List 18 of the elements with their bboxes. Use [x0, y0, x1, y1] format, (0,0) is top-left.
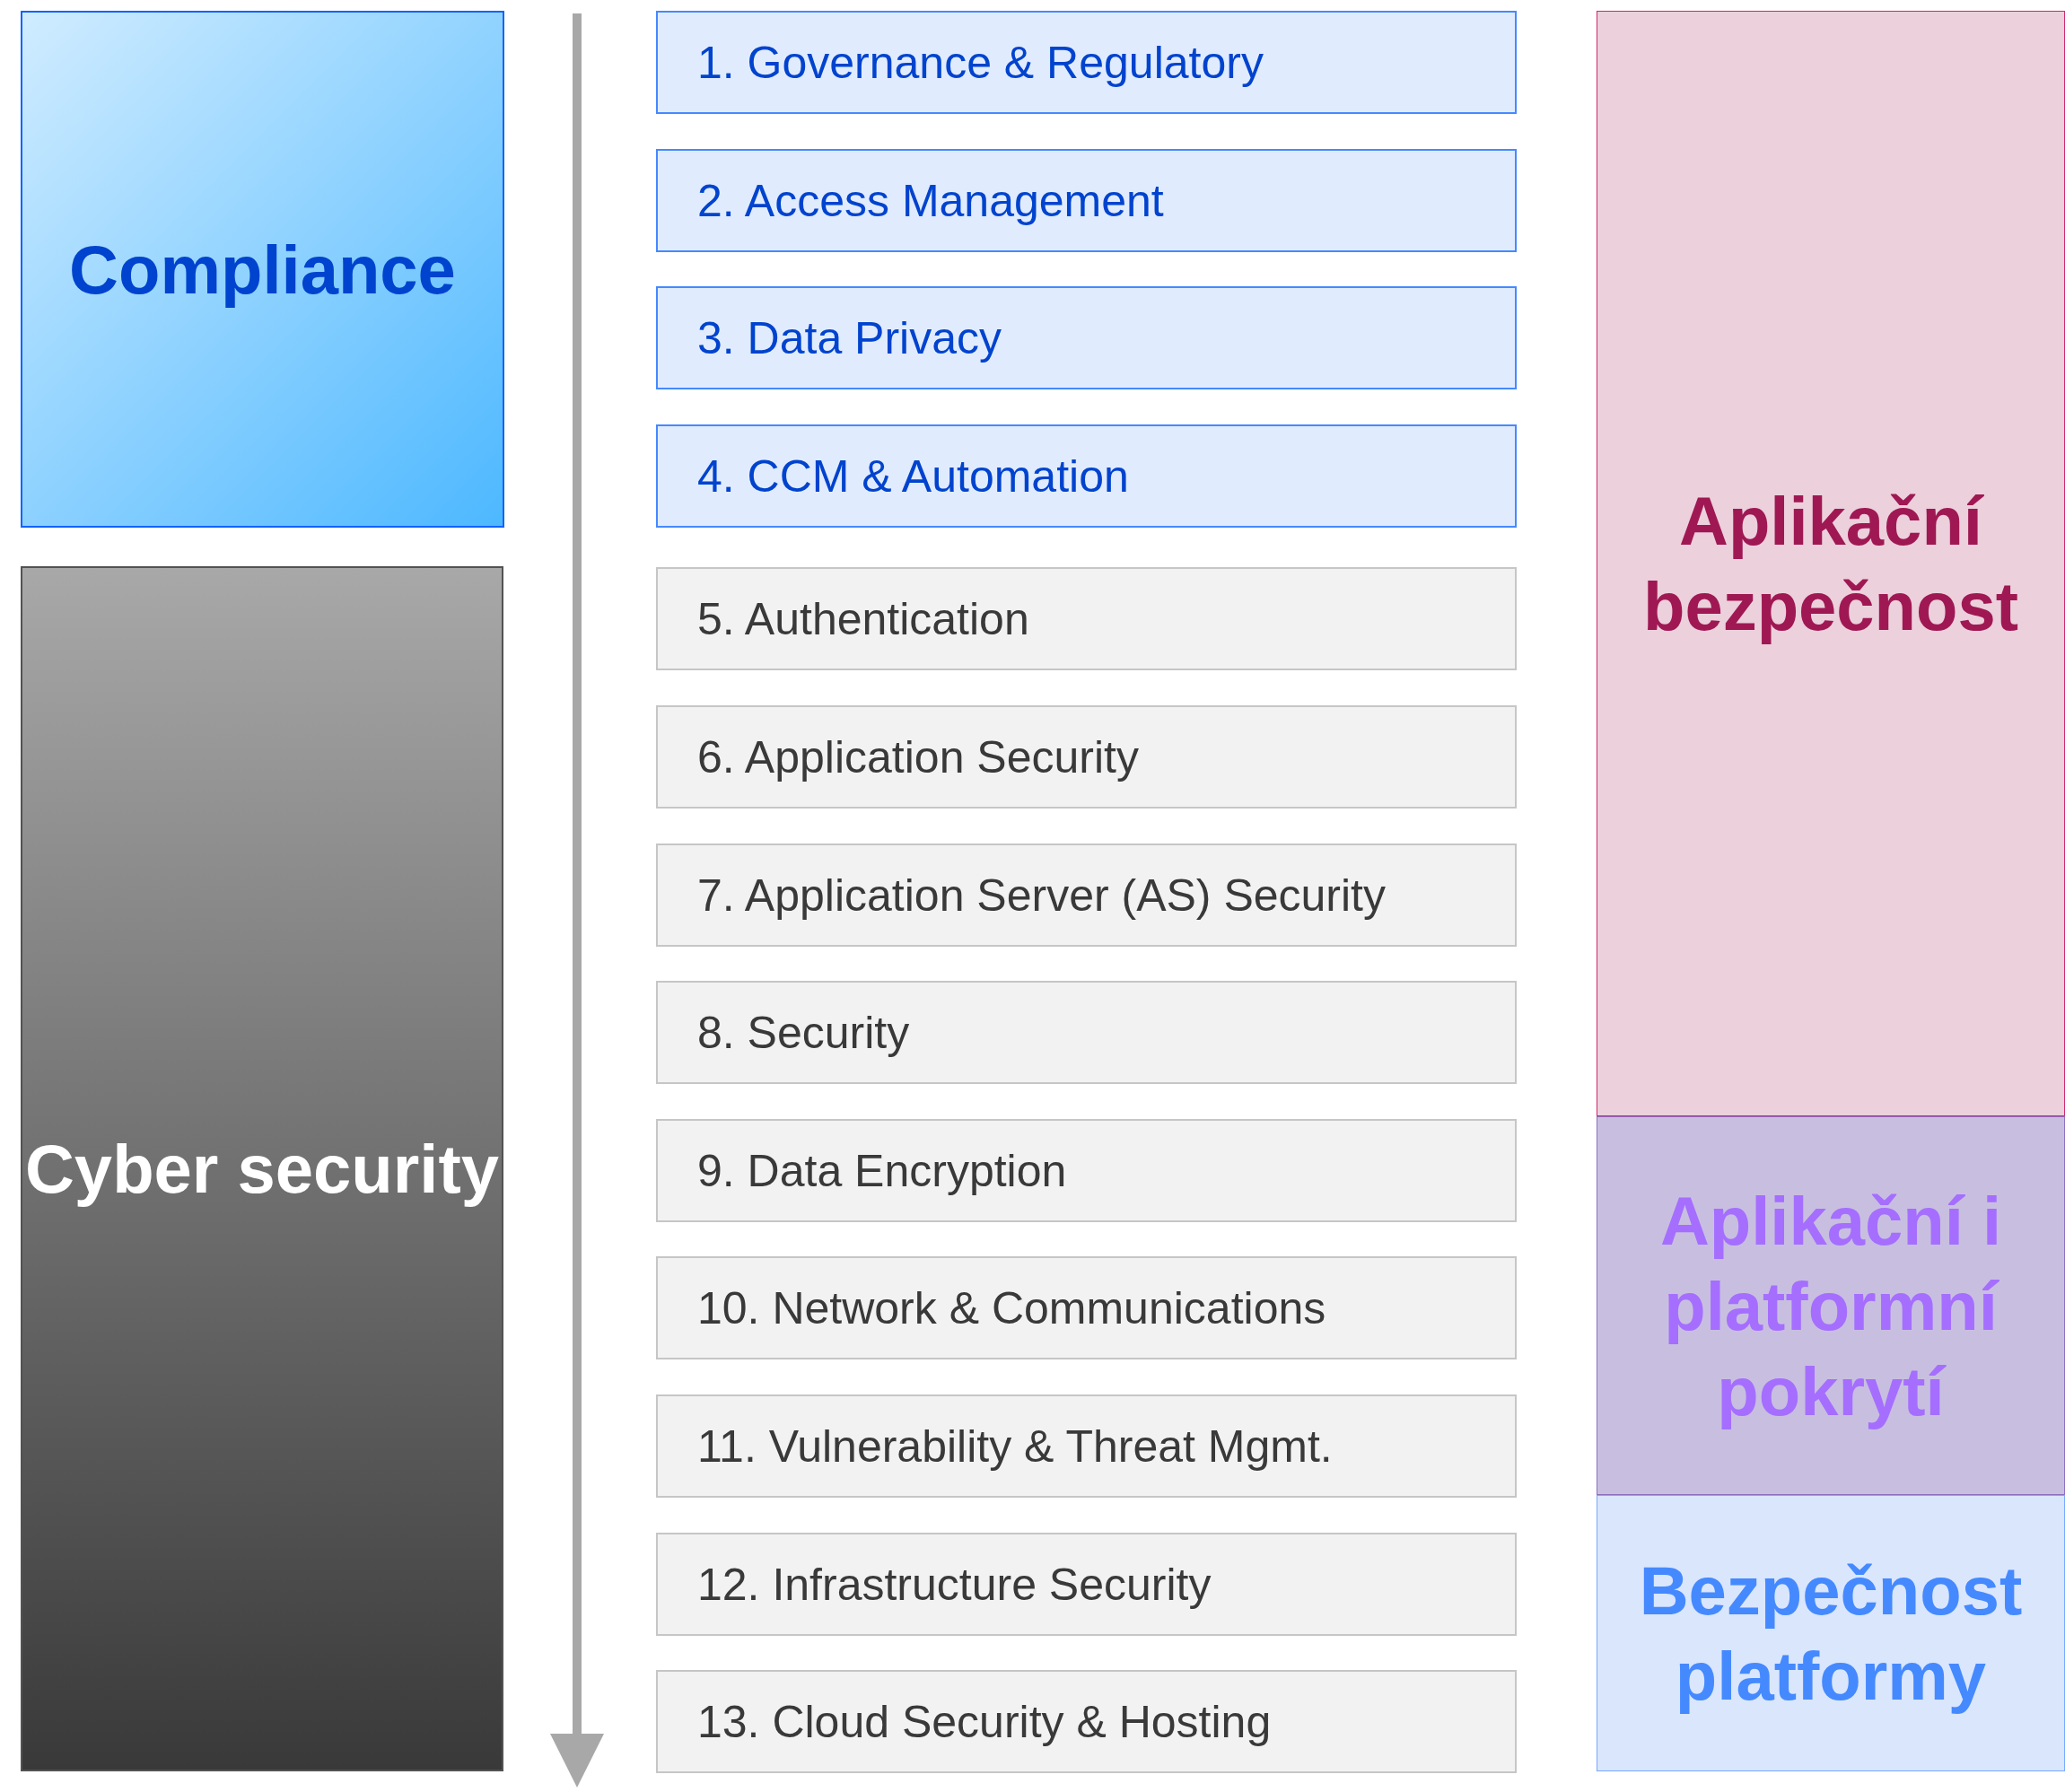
- category-box: 1. Governance & Regulatory: [656, 11, 1517, 114]
- category-box: 4. CCM & Automation: [656, 424, 1517, 528]
- category-box: 9. Data Encryption: [656, 1119, 1517, 1222]
- category-box: 12. Infrastructure Security: [656, 1533, 1517, 1636]
- compliance-box: Compliance: [21, 11, 504, 528]
- category-box: 13. Cloud Security & Hosting: [656, 1670, 1517, 1773]
- category-box: 7. Application Server (AS) Security: [656, 844, 1517, 947]
- category-box: 10. Network & Communications: [656, 1256, 1517, 1359]
- category-box: 11. Vulnerability & Threat Mgmt.: [656, 1394, 1517, 1498]
- platform-security-band: Bezpečnost platformy: [1597, 1495, 2065, 1771]
- category-box: 8. Security: [656, 981, 1517, 1084]
- coverage-band: Aplikační i platformní pokrytí: [1597, 1116, 2065, 1495]
- category-box: 6. Application Security: [656, 705, 1517, 809]
- cyber-security-box: Cyber security: [21, 566, 503, 1771]
- category-box: 2. Access Management: [656, 149, 1517, 252]
- application-security-band: Aplikační bezpečnost: [1597, 11, 2065, 1116]
- category-box: 3. Data Privacy: [656, 286, 1517, 389]
- category-box: 5. Authentication: [656, 567, 1517, 670]
